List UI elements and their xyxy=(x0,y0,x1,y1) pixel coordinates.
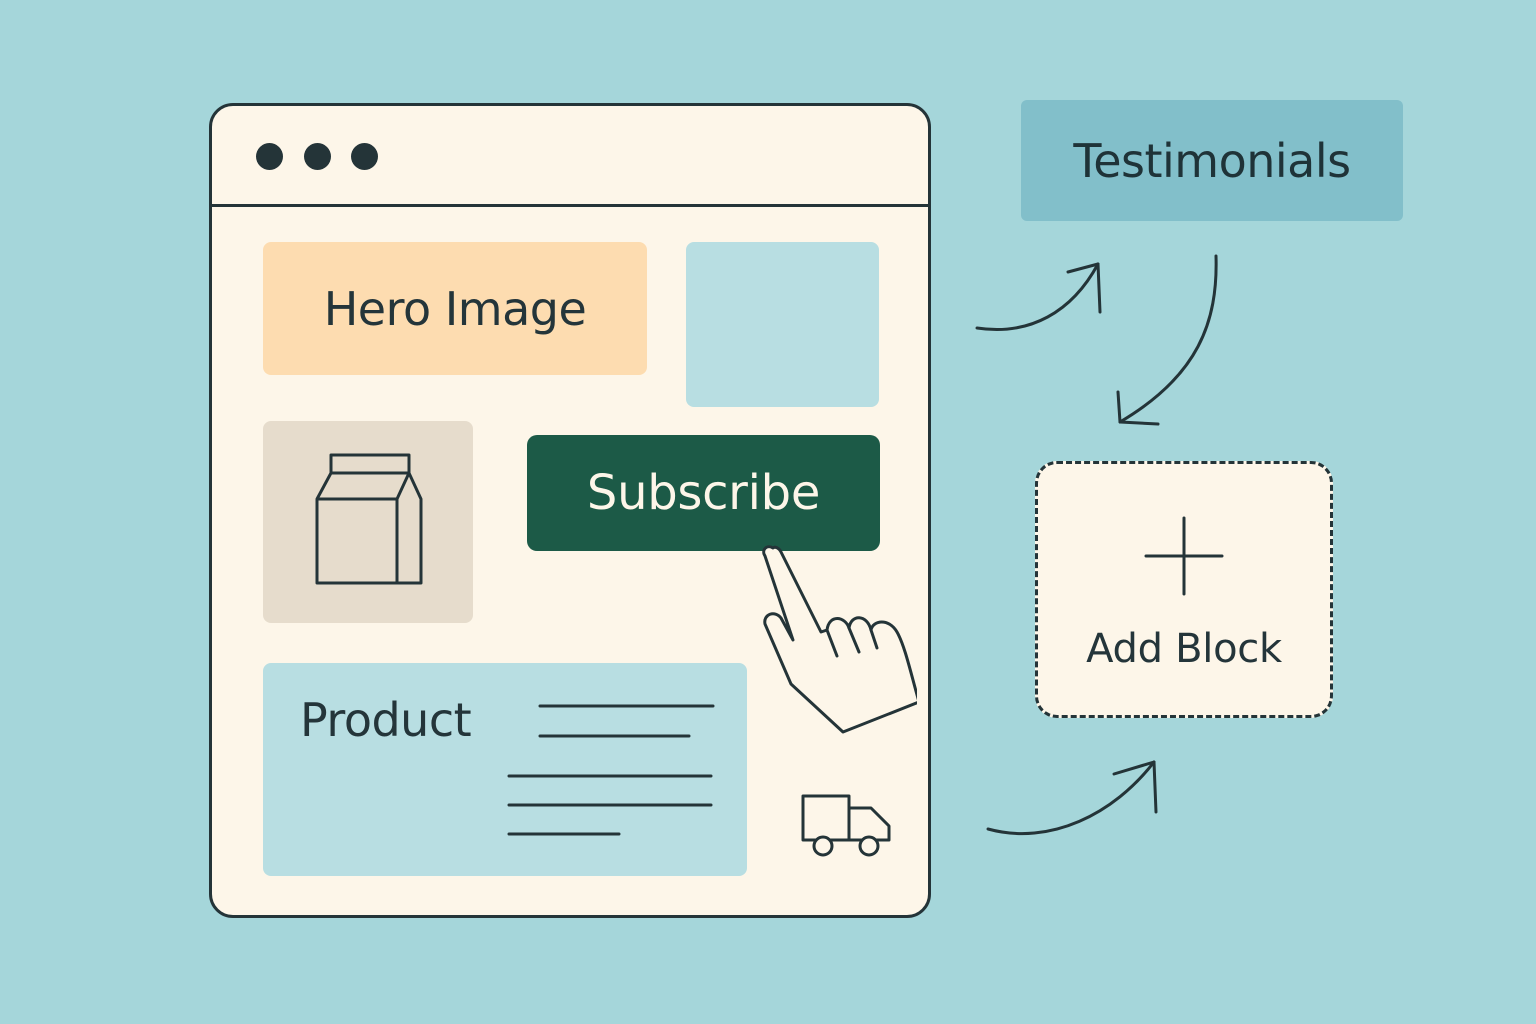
pointing-hand-icon xyxy=(762,545,917,734)
add-block-button[interactable]: Add Block xyxy=(1035,461,1333,718)
curved-arrow-icon xyxy=(975,262,1102,331)
add-block-label: Add Block xyxy=(1086,626,1282,672)
window-titlebar xyxy=(212,106,928,207)
testimonials-block[interactable]: Testimonials xyxy=(1021,100,1403,221)
product-block[interactable]: Product xyxy=(263,663,747,876)
subscribe-label: Subscribe xyxy=(586,465,821,521)
window-dot-icon[interactable] xyxy=(351,143,378,170)
window-dot-icon[interactable] xyxy=(256,143,283,170)
curved-arrow-icon xyxy=(986,760,1158,836)
image-placeholder-block[interactable] xyxy=(686,242,879,407)
product-label: Product xyxy=(300,693,472,747)
product-image-block[interactable] xyxy=(263,421,473,623)
testimonials-label: Testimonials xyxy=(1073,133,1351,188)
curved-arrow-icon xyxy=(1116,254,1218,426)
description-lines xyxy=(507,704,715,836)
subscribe-button[interactable]: Subscribe xyxy=(527,435,880,551)
window-dot-icon[interactable] xyxy=(304,143,331,170)
truck-icon xyxy=(801,794,891,857)
browser-window: Hero Image Subscribe Product xyxy=(209,103,931,918)
coffee-bag-icon xyxy=(315,453,423,585)
hero-image-label: Hero Image xyxy=(323,281,587,336)
hero-image-block[interactable]: Hero Image xyxy=(263,242,647,375)
plus-icon xyxy=(1144,516,1224,596)
